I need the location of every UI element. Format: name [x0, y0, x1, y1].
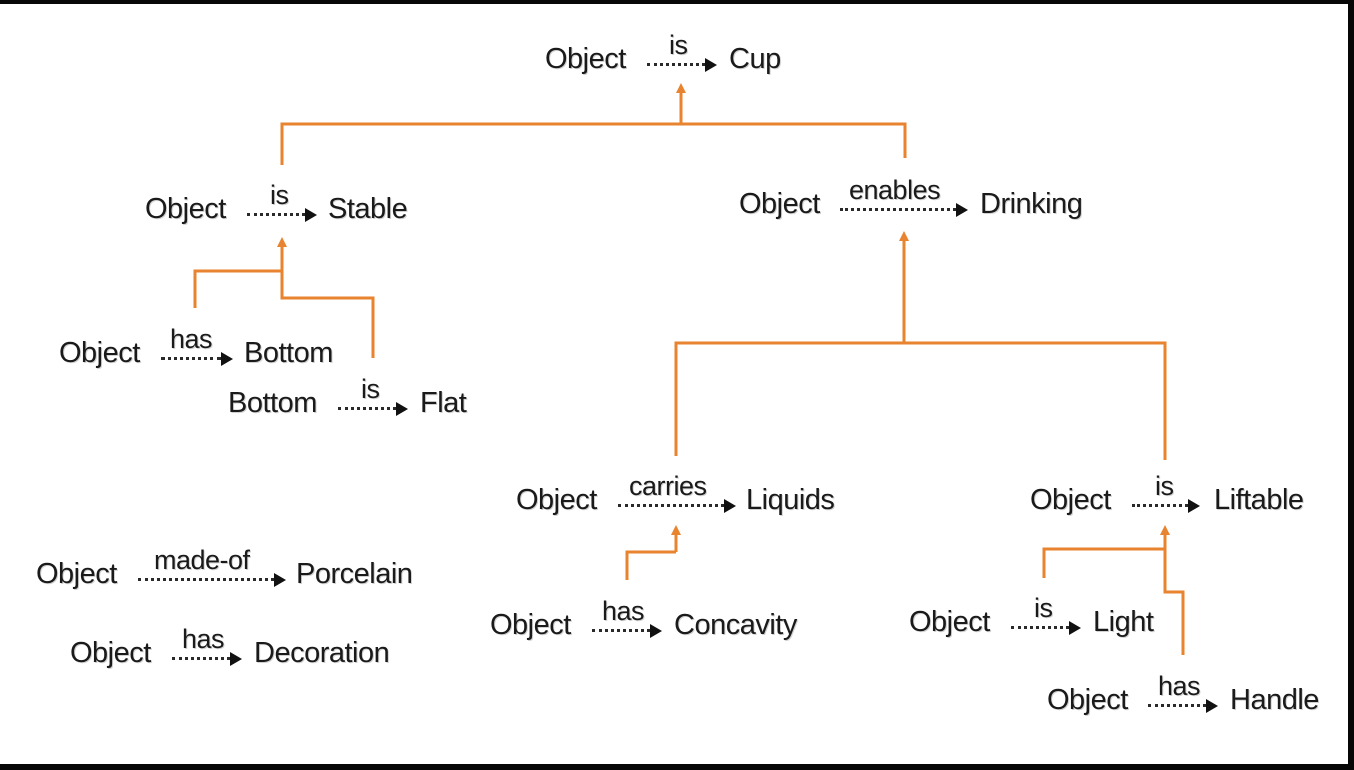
relation-arrow-icon: [618, 499, 736, 513]
subject-label: Object: [545, 43, 626, 75]
relation-label: is: [1034, 593, 1053, 623]
link-concavity-to-liquids: [625, 550, 676, 580]
subject-label: Object: [1047, 684, 1128, 716]
relation-arrow-icon: [172, 652, 242, 666]
object-label: Porcelain: [296, 558, 413, 590]
frame-top-border: [0, 0, 1354, 4]
subject-label: Object: [516, 484, 597, 516]
relation-label: has: [182, 624, 225, 654]
relation-arrow-icon: [647, 58, 717, 72]
relation-label: is: [270, 180, 289, 210]
relation-arrow-icon: [338, 402, 408, 416]
relation-arrow-icon: [138, 573, 286, 587]
subject-label: Object: [739, 188, 820, 220]
link-stable-drinking-to-cup: [280, 122, 907, 165]
relation-label: has: [170, 324, 213, 354]
object-label: Cup: [729, 43, 781, 75]
subject-label: Object: [909, 606, 990, 638]
subject-label: Object: [490, 609, 571, 641]
frame-bottom-border: [0, 764, 1354, 770]
object-label: Bottom: [244, 337, 333, 369]
subject-label: Object: [145, 193, 226, 225]
relation-label: has: [1158, 671, 1201, 701]
subject-label: Object: [59, 337, 140, 369]
object-label: Liftable: [1214, 484, 1304, 516]
relation-label: enables: [849, 175, 941, 205]
object-label: Concavity: [674, 609, 797, 641]
frame-right-border: [1348, 0, 1354, 770]
relation-label: is: [1155, 471, 1174, 501]
subject-label: Object: [36, 558, 117, 590]
object-label: Decoration: [254, 637, 390, 669]
relation-arrow-icon: [161, 352, 233, 366]
relation-arrow-icon: [592, 624, 662, 638]
subject-label: Object: [1030, 484, 1111, 516]
relation-label: is: [361, 374, 380, 404]
relation-arrow-icon: [1132, 499, 1200, 513]
object-label: Light: [1093, 606, 1154, 638]
link-light-handle-to-liftable: [1042, 547, 1185, 655]
object-label: Liquids: [746, 484, 835, 516]
subject-label: Object: [70, 637, 151, 669]
object-label: Flat: [420, 387, 467, 419]
relation-arrow-icon: [840, 203, 968, 217]
object-label: Stable: [328, 193, 408, 225]
object-label: Handle: [1230, 684, 1319, 716]
link-liquids-liftable-to-drinking: [674, 341, 1167, 460]
object-label: Drinking: [980, 188, 1083, 220]
relation-arrow-icon: [1148, 699, 1218, 713]
relation-label: made-of: [154, 545, 250, 575]
relation-arrow-icon: [247, 208, 317, 222]
relation-label: carries: [629, 471, 707, 501]
relation-arrow-icon: [1011, 621, 1081, 635]
relation-label: is: [669, 30, 688, 60]
subject-label: Bottom: [228, 387, 317, 419]
relation-label: has: [602, 596, 645, 626]
